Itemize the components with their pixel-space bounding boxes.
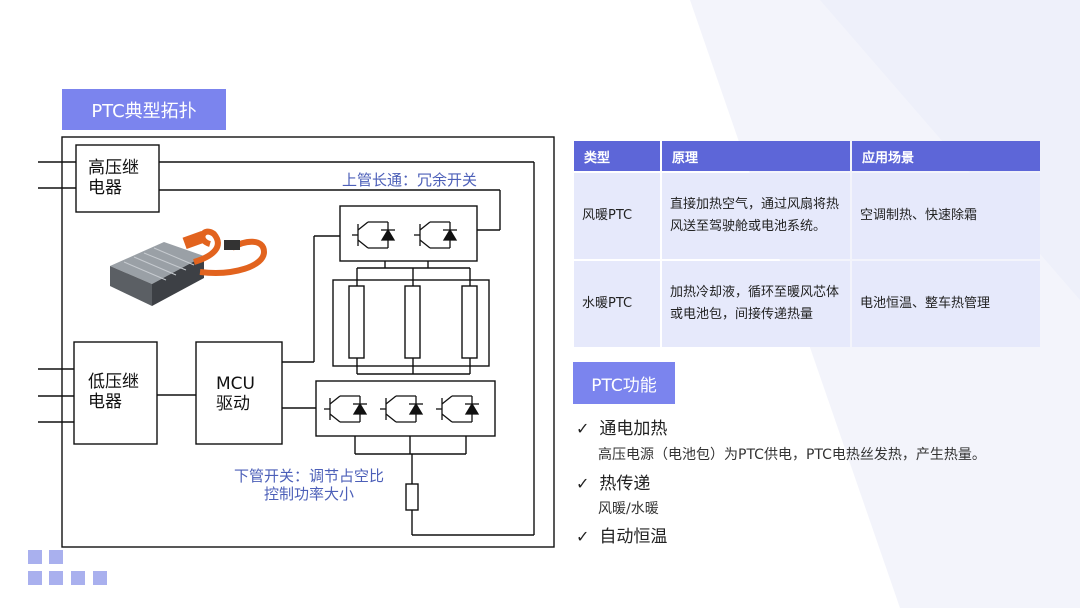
table-row: 水暖PTC 加热冷却液，循环至暖风芯体或电池包，间接传递热量 电池恒温、整车热管…	[574, 261, 1040, 347]
table-header-row: 类型 原理 应用场景	[574, 141, 1040, 171]
upper-switch-box	[339, 205, 478, 262]
decor-square	[49, 571, 63, 585]
decor-square	[28, 550, 42, 564]
upper-igbt-group	[352, 221, 458, 249]
function-label: 通电加热	[599, 419, 668, 439]
hv-relay-label: 高压继 电器	[88, 158, 139, 198]
function-detail: 高压电源（电池包）为PTC供电，PTC电热丝发热，产生热量。	[598, 447, 986, 463]
function-detail: 风暖/水暖	[598, 501, 659, 517]
decor-square	[28, 571, 42, 585]
ptc-type-table: 类型 原理 应用场景 风暖PTC 直接加热空气，通过风扇将热风送至驾驶舱或电池系…	[572, 139, 1042, 349]
hv-relay-box	[75, 144, 160, 213]
function-item-heating: ✓ 通电加热	[576, 414, 667, 439]
heater-element-1	[348, 285, 365, 359]
check-icon: ✓	[576, 419, 590, 438]
cell-scenario: 空调制热、快速除霜	[852, 173, 1040, 259]
mcu-label: MCU 驱动	[216, 374, 255, 414]
decor-square	[71, 571, 85, 585]
cell-type: 风暖PTC	[574, 173, 660, 259]
functions-title: PTC功能	[573, 362, 675, 404]
header-scenario: 应用场景	[852, 141, 1040, 171]
heater-element-3	[461, 285, 478, 359]
lower-switch-note-2: 控制功率大小	[264, 485, 355, 503]
lv-relay-label: 低压继 电器	[88, 372, 139, 412]
function-label: 自动恒温	[599, 527, 668, 547]
heater-box	[332, 279, 490, 367]
cell-scenario: 电池恒温、整车热管理	[852, 261, 1040, 347]
ptc-heater-device-image	[110, 228, 268, 306]
lower-switch-box	[315, 380, 496, 437]
function-item-heat-transfer: ✓ 热传递	[576, 469, 650, 494]
decor-square	[49, 550, 63, 564]
topology-title: PTC典型拓扑	[62, 89, 226, 130]
cell-principle: 直接加热空气，通过风扇将热风送至驾驶舱或电池系统。	[662, 173, 850, 259]
table-row: 风暖PTC 直接加热空气，通过风扇将热风送至驾驶舱或电池系统。 空调制热、快速除…	[574, 173, 1040, 259]
heater-element-2	[404, 285, 421, 359]
shunt-resistor	[405, 483, 419, 511]
upper-switch-note: 上管长通：冗余开关	[342, 171, 478, 189]
lv-relay-box	[73, 341, 158, 445]
mcu-box	[195, 341, 283, 445]
diagram-frame	[61, 136, 555, 548]
check-icon: ✓	[576, 474, 590, 493]
cell-type: 水暖PTC	[574, 261, 660, 347]
cell-principle: 加热冷却液，循环至暖风芯体或电池包，间接传递热量	[662, 261, 850, 347]
header-principle: 原理	[662, 141, 850, 171]
function-item-thermostat: ✓ 自动恒温	[576, 522, 667, 547]
header-type: 类型	[574, 141, 660, 171]
decor-square	[93, 571, 107, 585]
check-icon: ✓	[576, 527, 590, 546]
lower-switch-note-1: 下管开关：调节占空比	[234, 467, 385, 485]
lower-igbt-group	[324, 395, 480, 423]
function-label: 热传递	[599, 474, 651, 494]
